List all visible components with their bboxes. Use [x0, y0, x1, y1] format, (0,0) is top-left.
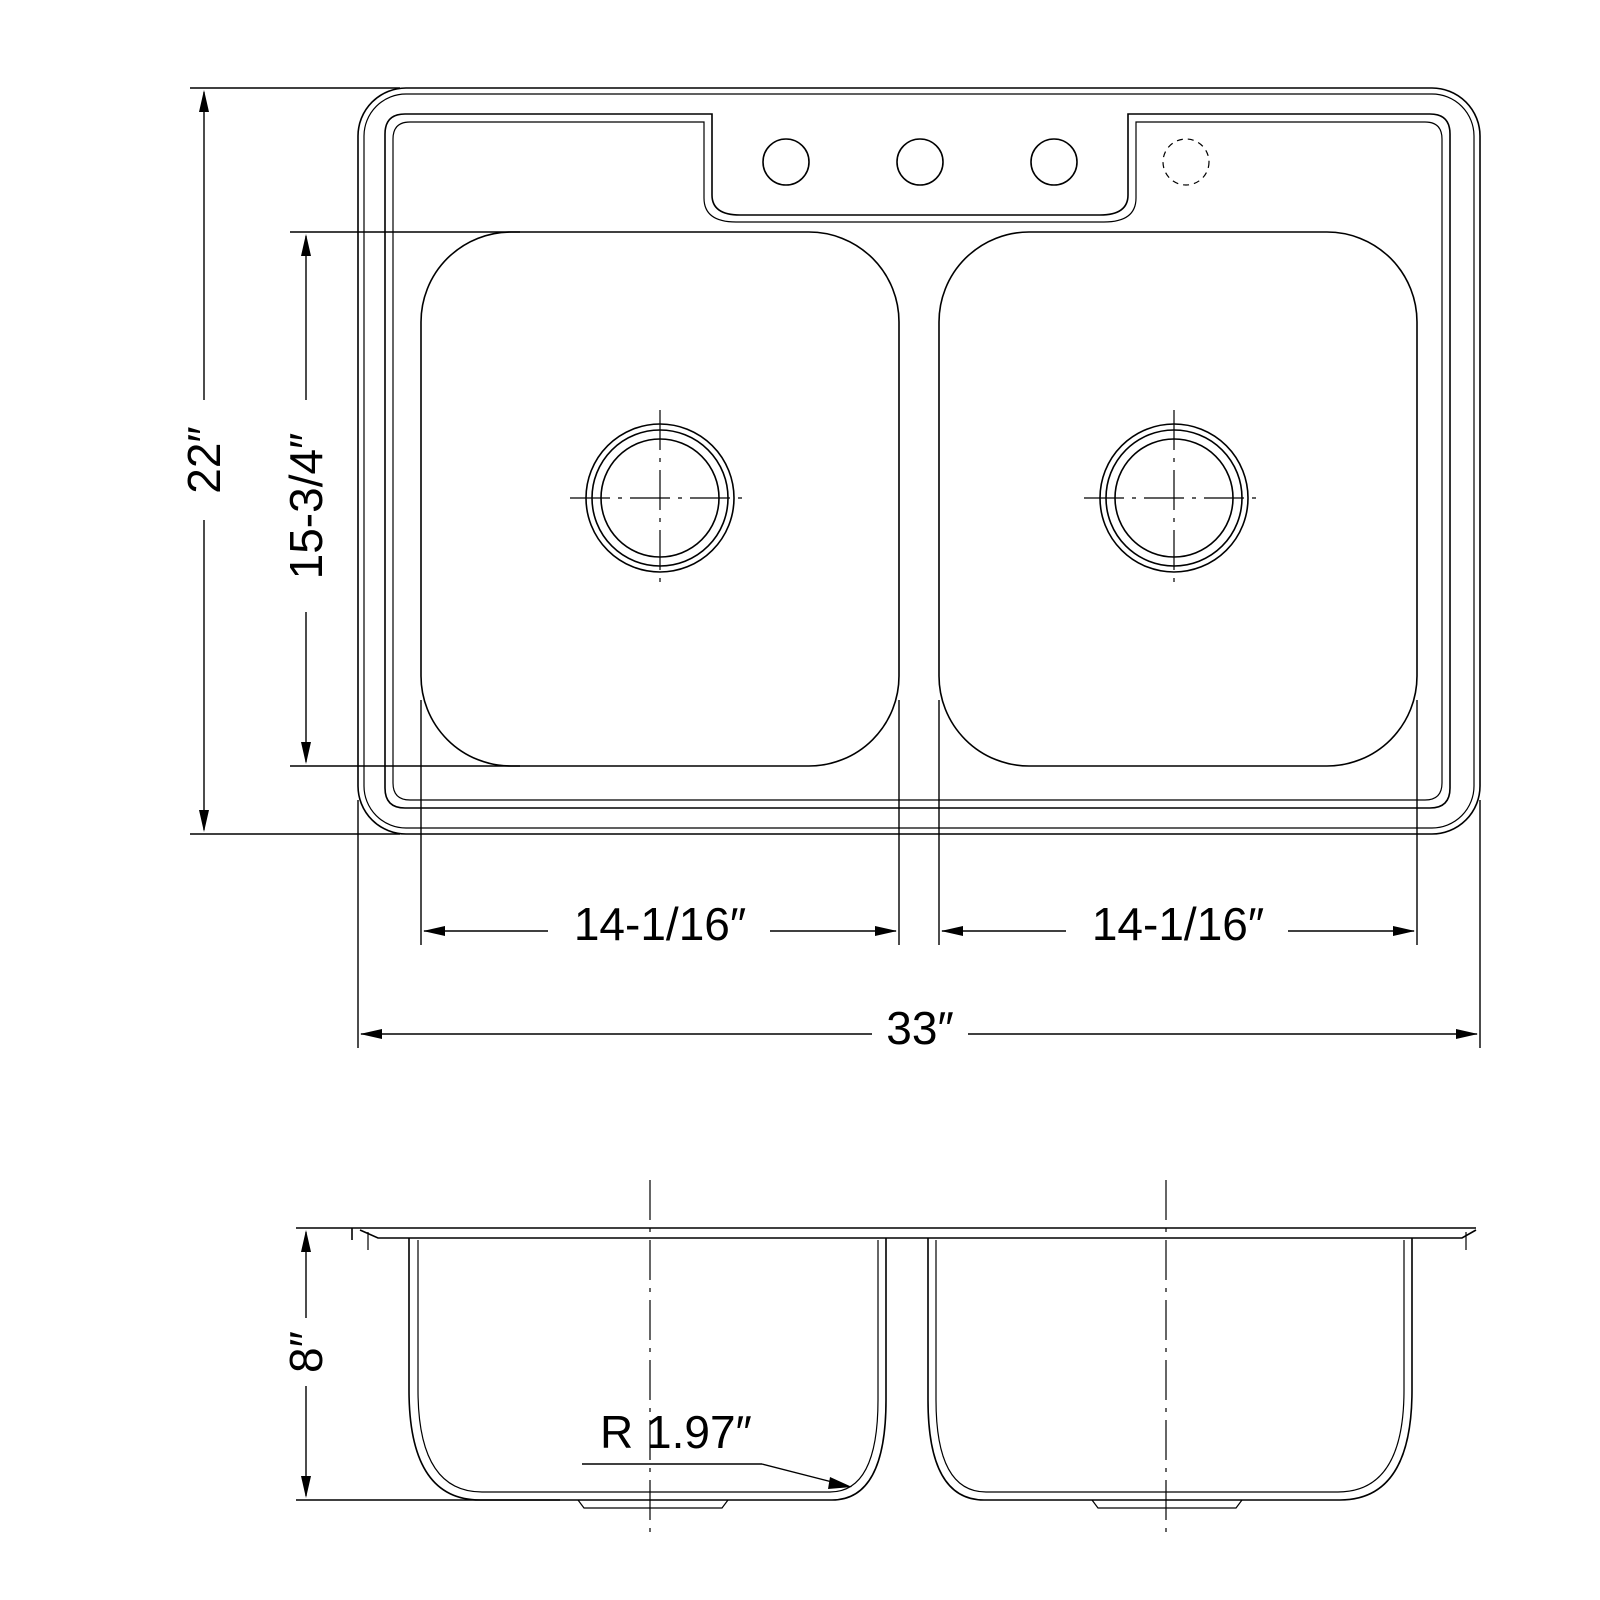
svg-text:33″: 33″: [886, 1002, 953, 1054]
svg-text:15-3/4″: 15-3/4″: [280, 433, 332, 580]
top-view: [357, 87, 1481, 835]
svg-text:22″: 22″: [178, 426, 230, 493]
inch-mark: ″: [280, 1331, 332, 1347]
outer-rim-inner-edge: [363, 93, 1475, 829]
inner-ledge-edge: [392, 121, 1443, 801]
side-view: [351, 1180, 1477, 1540]
bowl-width-left-label: 14-1/16: [574, 898, 730, 950]
faucet-hole-1: [762, 138, 810, 186]
right-bowl-profile: [927, 1238, 1413, 1501]
inch-mark: ″: [1248, 898, 1264, 950]
left-bowl-profile: [408, 1238, 887, 1501]
svg-text:R 1.97″: R 1.97″: [600, 1406, 752, 1458]
faucet-hole-2: [896, 138, 944, 186]
left-bowl: [420, 231, 900, 767]
dim-overall-height: 22″: [178, 87, 400, 835]
depth-label: 8: [280, 1347, 332, 1373]
inch-mark: ″: [280, 433, 332, 449]
dim-bowl-width-left: 14-1/16″: [420, 700, 900, 950]
inch-mark: ″: [736, 1406, 752, 1458]
inch-mark: ″: [178, 426, 230, 442]
outer-rim: [357, 87, 1481, 835]
inch-mark: ″: [730, 898, 746, 950]
dim-depth: 8″: [280, 1227, 560, 1501]
corner-radius-label: R 1.97: [600, 1406, 736, 1458]
svg-text:14-1/16″: 14-1/16″: [1092, 898, 1264, 950]
svg-text:14-1/16″: 14-1/16″: [574, 898, 746, 950]
faucet-hole-3: [1030, 138, 1078, 186]
dim-bowl-width-right: 14-1/16″: [938, 700, 1418, 950]
dim-overall-width: 33″: [357, 800, 1481, 1054]
dim-bowl-length: 15-3/4″: [280, 231, 520, 767]
dim-corner-radius: R 1.97″: [582, 1406, 852, 1489]
right-bowl: [938, 231, 1418, 767]
bowl-width-right-label: 14-1/16: [1092, 898, 1248, 950]
overall-width-label: 33: [886, 1002, 937, 1054]
overall-height-label: 22: [178, 443, 230, 494]
optional-hole: [1162, 138, 1210, 186]
bowl-length-label: 15-3/4: [280, 449, 332, 579]
inner-ledge: [384, 113, 1451, 809]
inch-mark: ″: [937, 1002, 953, 1054]
svg-text:8″: 8″: [280, 1331, 332, 1373]
